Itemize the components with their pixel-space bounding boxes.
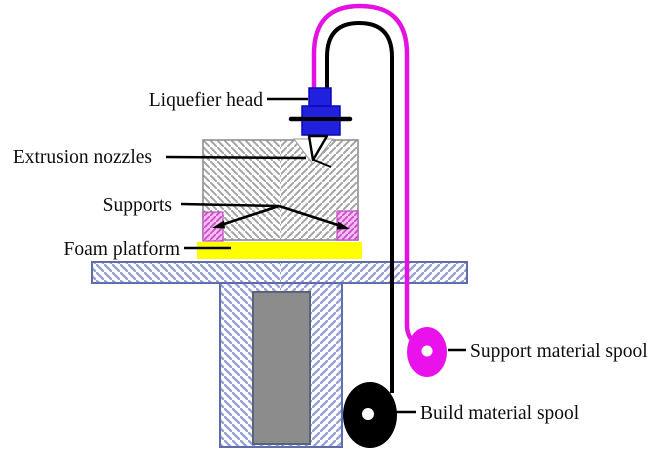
table-top-left-hatch: [92, 262, 281, 283]
leader-supports-left-branch: [217, 204, 280, 228]
part-block-border: [202, 139, 359, 241]
supports-blocks: [202, 210, 359, 242]
platform-column: [252, 291, 311, 445]
support-material-spool-shape: [407, 327, 447, 377]
label-foam-platform: Foam platform: [64, 239, 180, 260]
nozzle-deposit-line: [313, 159, 332, 168]
support-material-filament: [311, 3, 419, 346]
extrusion-nozzle-cone: [307, 134, 329, 162]
liquefier-head-shape: [288, 87, 353, 168]
arrowhead-support-right: [337, 221, 350, 230]
label-support-material-spool: Support material spool: [470, 341, 648, 362]
liquefier-head-top: [308, 87, 332, 109]
arrowhead-support-left: [212, 220, 225, 229]
label-extrusion-nozzles: Extrusion nozzles: [13, 147, 152, 168]
support-spool-hole: [421, 345, 433, 357]
table-top-right-hatch: [281, 262, 467, 283]
build-spool-hole: [362, 408, 374, 420]
label-liquefier-head: Liquefier head: [149, 90, 263, 111]
table-top: [91, 261, 468, 284]
table-top-border: [91, 261, 468, 284]
label-supports: Supports: [103, 195, 172, 216]
leader-supports: [180, 202, 280, 208]
build-material-spool-shape: [343, 382, 397, 448]
label-build-material-spool: Build material spool: [420, 403, 580, 424]
leader-extrusion-nozzles: [165, 155, 307, 160]
leader-lines: [165, 97, 466, 414]
leader-supports-right-branch: [278, 204, 345, 229]
foam-platform-slab: [197, 242, 362, 259]
build-material-filament: [325, 20, 394, 393]
